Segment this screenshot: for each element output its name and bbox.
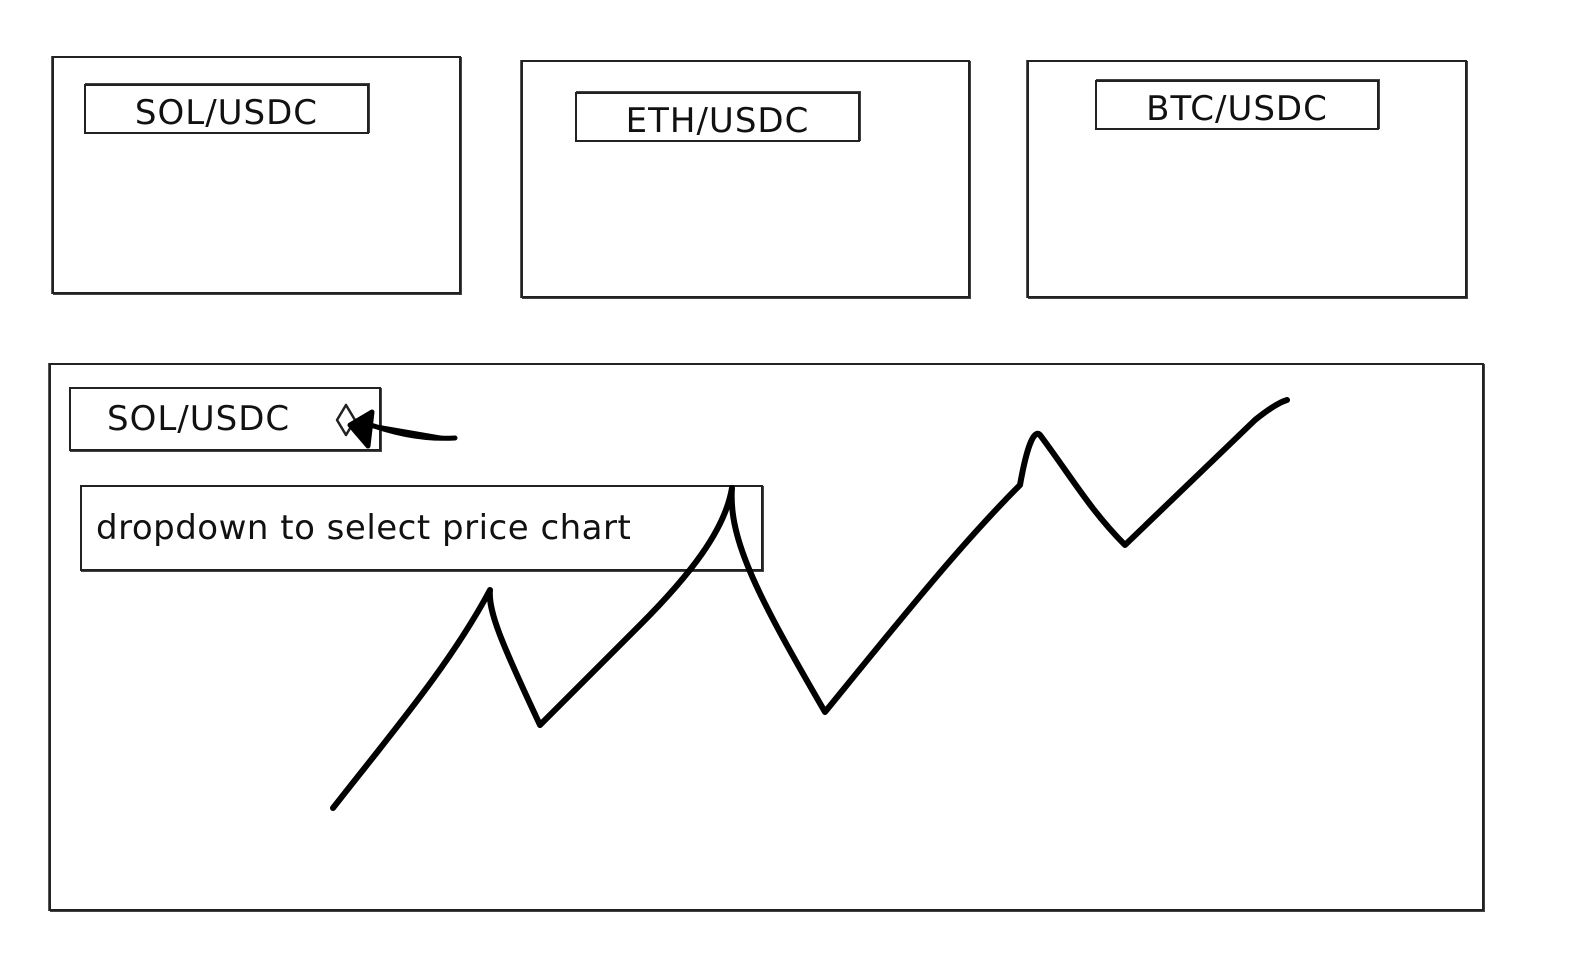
price-card-eth[interactable]: ETH/USDC [521,60,970,298]
price-card-sol[interactable]: SOL/USDC [52,56,461,294]
price-card-btc[interactable]: BTC/USDC [1027,60,1467,298]
chevron-diamond-icon [335,403,357,437]
price-chart-panel: SOL/USDC dropdown to select price chart [49,363,1484,911]
pair-dropdown[interactable]: SOL/USDC [69,387,381,451]
pair-dropdown-value: SOL/USDC [107,399,291,439]
price-card-label: ETH/USDC [575,92,860,142]
dropdown-annotation: dropdown to select price chart [80,485,763,571]
price-card-label: BTC/USDC [1095,80,1379,130]
price-card-label: SOL/USDC [84,84,369,134]
